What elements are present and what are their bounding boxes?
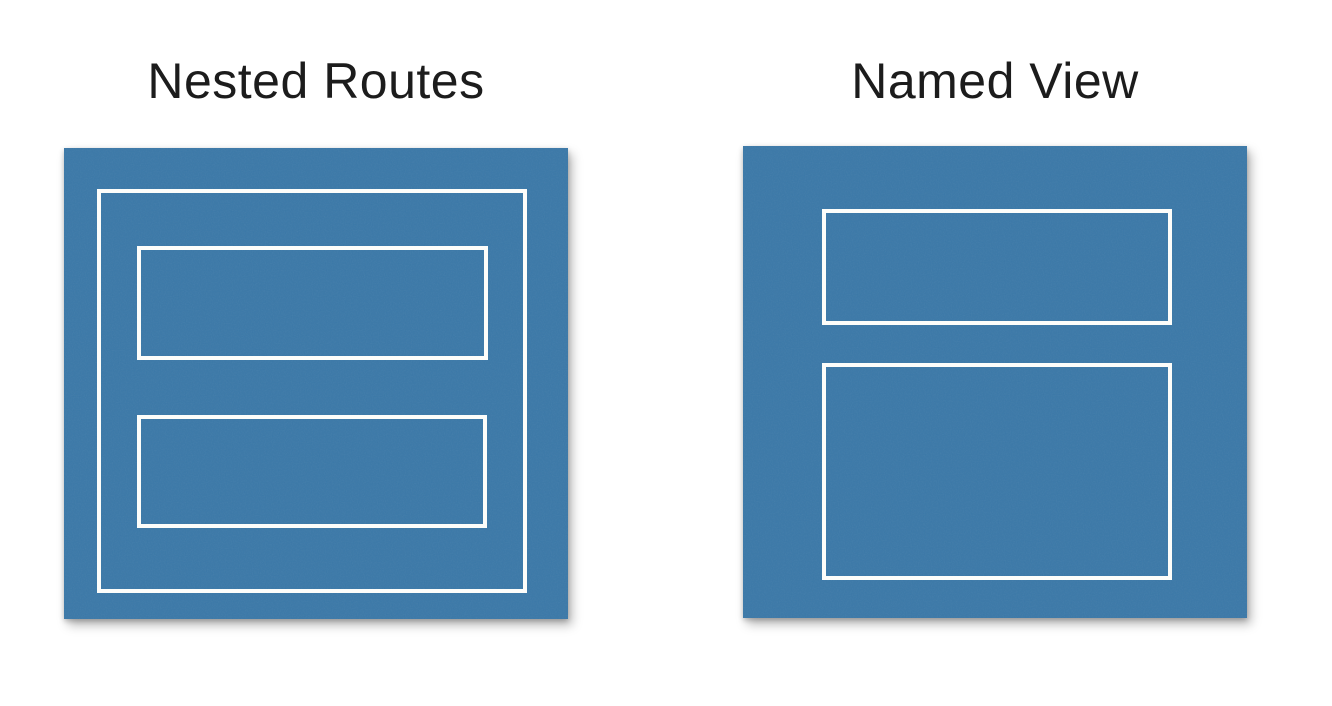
nested-outer-route-frame bbox=[97, 189, 527, 593]
named-view-diagram bbox=[743, 146, 1247, 618]
nested-child-view-bottom bbox=[137, 415, 487, 528]
named-view-title: Named View bbox=[851, 53, 1139, 109]
nested-routes-diagram bbox=[64, 148, 568, 619]
nested-routes-title: Nested Routes bbox=[147, 53, 485, 109]
named-view-box-top bbox=[822, 209, 1172, 325]
nested-child-view-top bbox=[137, 246, 488, 360]
named-view-box-bottom bbox=[822, 363, 1172, 580]
